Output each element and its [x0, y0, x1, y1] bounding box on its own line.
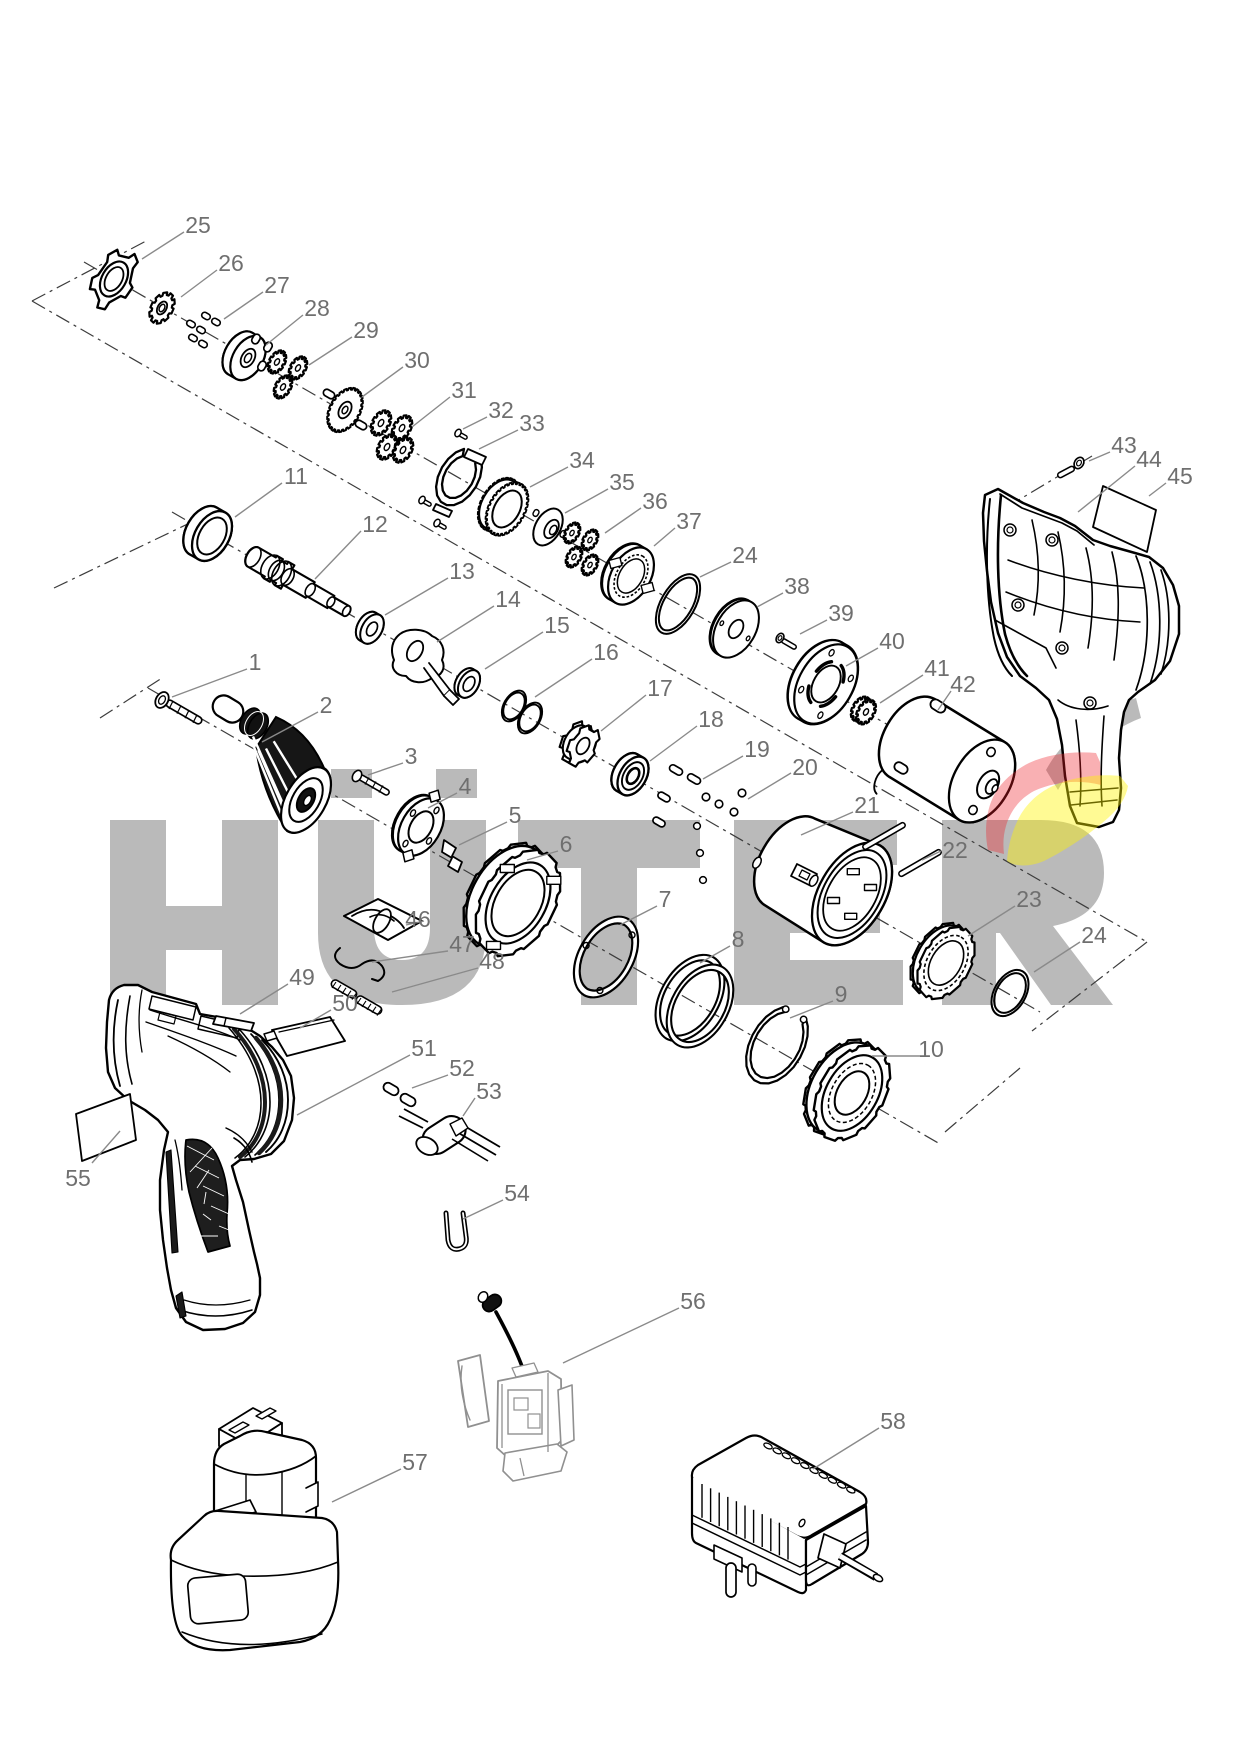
svg-text:44: 44: [1136, 446, 1162, 472]
svg-text:22: 22: [942, 837, 968, 863]
svg-text:18: 18: [698, 706, 724, 732]
svg-text:26: 26: [218, 250, 244, 276]
svg-text:33: 33: [519, 410, 545, 436]
svg-text:4: 4: [459, 773, 472, 799]
svg-text:42: 42: [950, 671, 976, 697]
svg-text:15: 15: [544, 612, 570, 638]
svg-text:11: 11: [284, 463, 308, 489]
svg-text:55: 55: [65, 1165, 91, 1191]
svg-text:6: 6: [560, 831, 573, 857]
svg-text:10: 10: [918, 1036, 944, 1062]
svg-text:24: 24: [732, 542, 758, 568]
svg-text:50: 50: [332, 990, 358, 1016]
svg-text:57: 57: [402, 1449, 428, 1475]
svg-text:51: 51: [411, 1035, 437, 1061]
svg-text:25: 25: [185, 212, 211, 238]
svg-text:53: 53: [476, 1078, 502, 1104]
svg-text:32: 32: [488, 397, 514, 423]
svg-text:9: 9: [835, 981, 848, 1007]
svg-text:28: 28: [304, 295, 330, 321]
svg-text:23: 23: [1016, 886, 1042, 912]
svg-text:30: 30: [404, 347, 430, 373]
svg-text:36: 36: [642, 488, 668, 514]
svg-text:21: 21: [854, 792, 880, 818]
svg-text:47: 47: [449, 931, 475, 957]
svg-text:58: 58: [880, 1408, 906, 1434]
svg-text:24: 24: [1081, 922, 1107, 948]
svg-text:1: 1: [249, 649, 262, 675]
svg-text:13: 13: [449, 558, 475, 584]
svg-text:48: 48: [479, 948, 505, 974]
svg-text:38: 38: [784, 573, 810, 599]
svg-text:52: 52: [449, 1055, 475, 1081]
svg-text:34: 34: [569, 447, 595, 473]
svg-text:45: 45: [1167, 463, 1193, 489]
svg-text:17: 17: [647, 675, 673, 701]
svg-text:31: 31: [451, 377, 477, 403]
svg-text:56: 56: [680, 1288, 706, 1314]
svg-text:27: 27: [264, 272, 290, 298]
svg-text:54: 54: [504, 1180, 530, 1206]
svg-text:46: 46: [405, 906, 431, 932]
svg-text:43: 43: [1111, 432, 1137, 458]
svg-text:40: 40: [879, 628, 905, 654]
svg-text:12: 12: [362, 511, 388, 537]
svg-text:39: 39: [828, 600, 854, 626]
svg-text:5: 5: [509, 802, 522, 828]
svg-text:41: 41: [924, 655, 950, 681]
svg-text:19: 19: [744, 736, 770, 762]
svg-text:16: 16: [593, 639, 619, 665]
svg-text:20: 20: [792, 754, 818, 780]
svg-text:3: 3: [405, 743, 418, 769]
svg-text:7: 7: [659, 886, 672, 912]
svg-text:2: 2: [320, 692, 333, 718]
svg-text:8: 8: [732, 926, 745, 952]
svg-text:37: 37: [676, 508, 702, 534]
svg-text:35: 35: [609, 469, 635, 495]
svg-text:14: 14: [495, 586, 521, 612]
svg-text:29: 29: [353, 317, 379, 343]
svg-text:49: 49: [289, 964, 315, 990]
